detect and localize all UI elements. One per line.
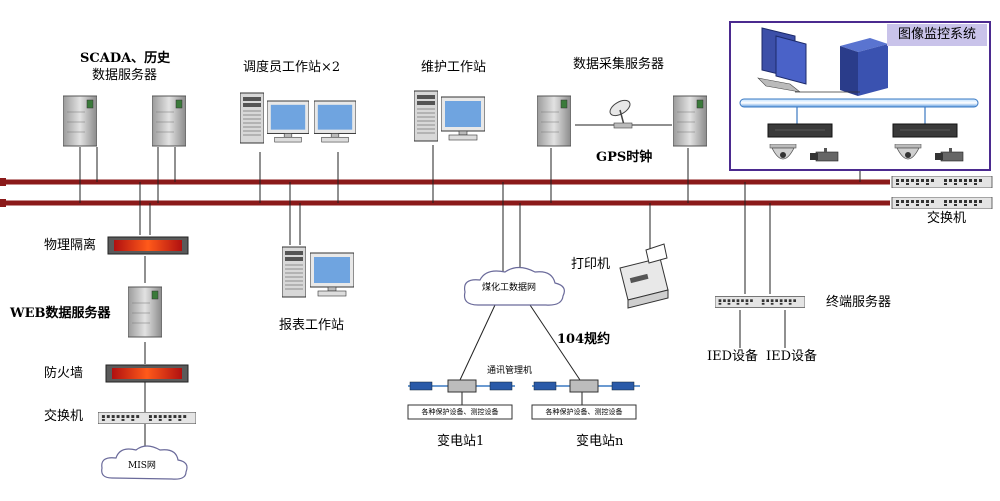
coal-network-label: 煤化工数据网 — [482, 283, 537, 293]
report-ws-label: 报表工作站 — [279, 318, 345, 333]
maintenance-workstation — [414, 90, 485, 142]
mis-cloud-icon — [101, 445, 188, 480]
switch-right-label: 交换机 — [927, 211, 967, 226]
connection-lines — [79, 110, 861, 452]
mis-switch — [98, 412, 196, 424]
printer-icon — [619, 243, 669, 309]
comm-manager-label: 通讯管理机 — [487, 366, 533, 376]
scada-label-line2: 数据服务器 — [92, 68, 158, 83]
physical-isolation-device — [107, 236, 189, 255]
image-monitoring-panel — [729, 21, 991, 171]
scada-server-1 — [63, 95, 97, 147]
protocol-label: 104规约 — [557, 332, 611, 347]
scada-server-2 — [152, 95, 186, 147]
protect-device-label-n: 各种保护设备、测控设备 — [545, 408, 623, 416]
terminal-server-label: 终端服务器 — [826, 295, 892, 310]
substation-1 — [407, 379, 515, 420]
gps-label: GPS时钟 — [596, 150, 653, 165]
dispatcher-label: 调度员工作站×2 — [243, 60, 341, 75]
dispatcher-workstation-2 — [314, 100, 356, 143]
data-acq-label: 数据采集服务器 — [573, 57, 665, 72]
switch-left-label: 交换机 — [44, 409, 84, 424]
data-acq-server-1 — [537, 95, 571, 147]
mis-label: MIS网 — [128, 461, 156, 471]
core-switch-1 — [891, 176, 993, 188]
core-switch-2 — [891, 197, 993, 209]
protect-device-label-1: 各种保护设备、测控设备 — [421, 408, 499, 416]
scada-label-line1: SCADA、历史 — [80, 51, 171, 66]
firewall-device — [105, 364, 189, 383]
printer-label: 打印机 — [571, 257, 611, 272]
terminal-server — [715, 295, 805, 309]
monitoring-monitor-icon — [757, 27, 807, 93]
dispatcher-workstation-1 — [240, 92, 309, 144]
physical-isolation-label: 物理隔离 — [44, 238, 97, 253]
substation-1-label: 变电站1 — [437, 434, 485, 449]
image-monitor-title: 图像监控系统 — [887, 24, 987, 46]
firewall-label: 防火墙 — [44, 366, 84, 381]
report-workstation — [282, 246, 354, 298]
lan-bus-2 — [0, 199, 890, 207]
coal-network-cloud-icon — [463, 266, 565, 306]
ied1-label: IED设备 — [707, 349, 759, 364]
web-server-label: WEB数据服务器 — [10, 306, 111, 321]
substation-n-label: 变电站n — [576, 434, 624, 449]
data-acq-server-2 — [673, 95, 707, 147]
maintenance-label: 维护工作站 — [421, 60, 487, 75]
gps-dish-icon — [609, 99, 633, 129]
substation-n — [531, 379, 640, 420]
web-data-server — [128, 286, 162, 338]
ied2-label: IED设备 — [766, 349, 818, 364]
lan-bus-1 — [0, 178, 890, 186]
monitoring-tower-icon — [840, 38, 888, 96]
